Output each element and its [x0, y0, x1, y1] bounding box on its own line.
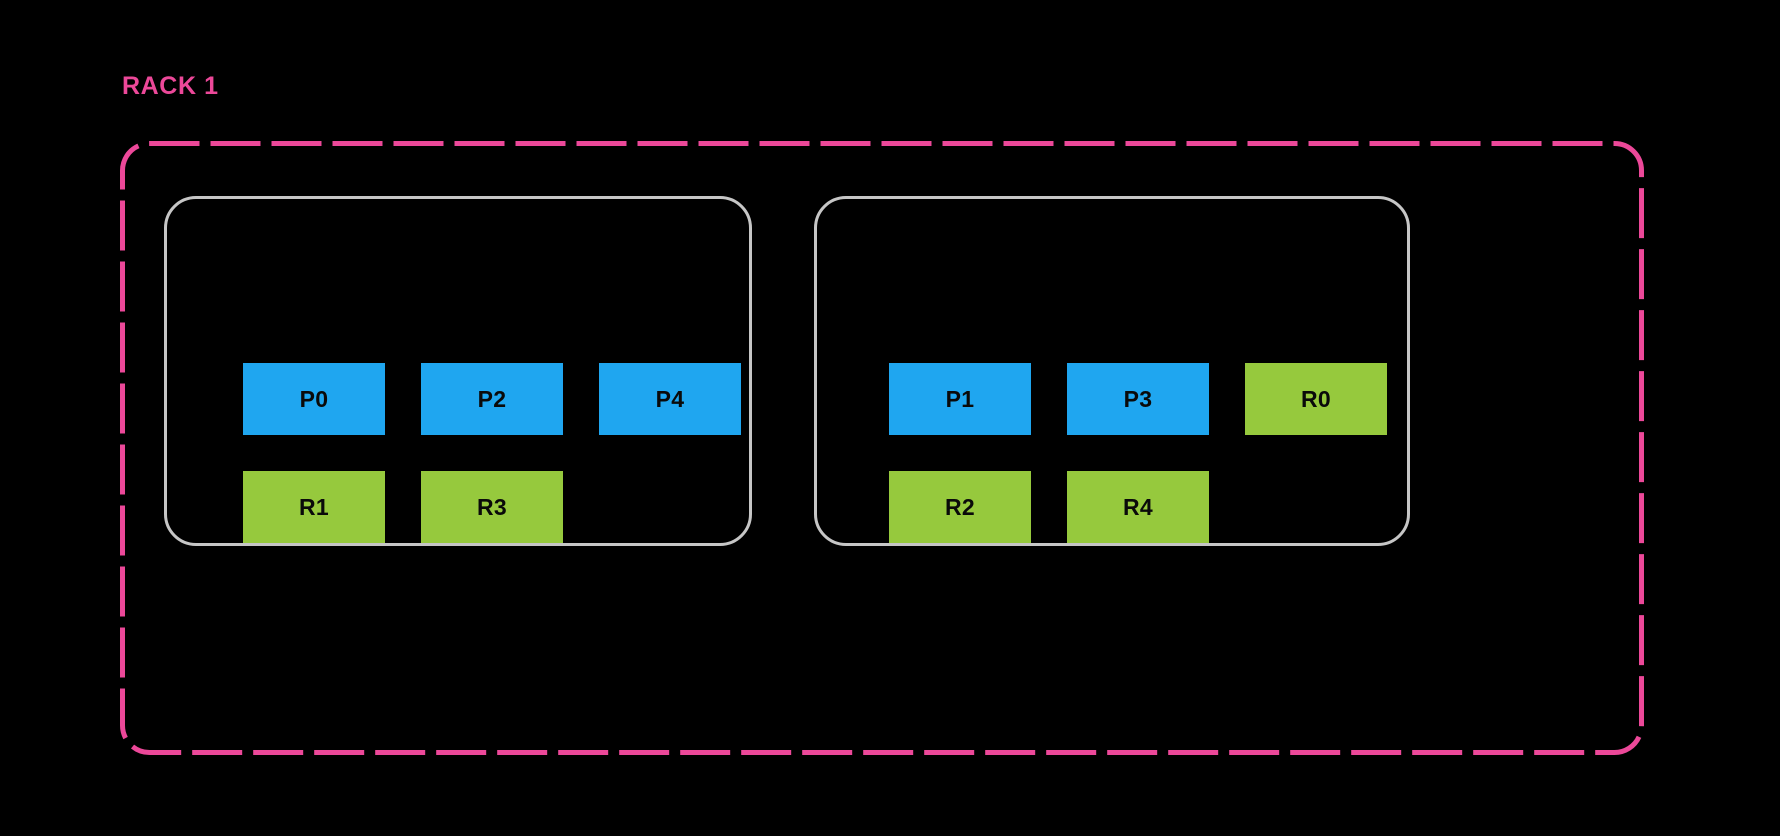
shard-p3-label: P3 [1123, 385, 1153, 412]
shard-r4-label: R4 [1122, 493, 1153, 520]
shard-p0[interactable]: P0 [243, 363, 385, 435]
shard-r2[interactable]: R2 [889, 471, 1031, 543]
shard-r0[interactable]: R0 [1245, 363, 1387, 435]
shard-r2-label: R2 [944, 493, 975, 520]
shard-r1-label: R1 [298, 493, 329, 520]
shard-p3[interactable]: P3 [1067, 363, 1209, 435]
shard-p2[interactable]: P2 [421, 363, 563, 435]
shard-r4[interactable]: R4 [1067, 471, 1209, 543]
shard-r3-label: R3 [476, 493, 507, 520]
shard-p0-label: P0 [299, 385, 329, 412]
shard-r0-label: R0 [1300, 385, 1331, 412]
node-0-container[interactable]: P0 P2 P4 R1 R3 [164, 196, 752, 546]
shard-r3[interactable]: R3 [421, 471, 563, 543]
shard-p4[interactable]: P4 [599, 363, 741, 435]
shard-p1-label: P1 [945, 385, 975, 412]
node-1-container[interactable]: P1 P3 R0 R2 R4 [814, 196, 1410, 546]
shard-p1[interactable]: P1 [889, 363, 1031, 435]
shard-p2-label: P2 [477, 385, 507, 412]
rack-label: RACK 1 [122, 72, 219, 100]
shard-r1[interactable]: R1 [243, 471, 385, 543]
shard-p4-label: P4 [655, 385, 685, 412]
